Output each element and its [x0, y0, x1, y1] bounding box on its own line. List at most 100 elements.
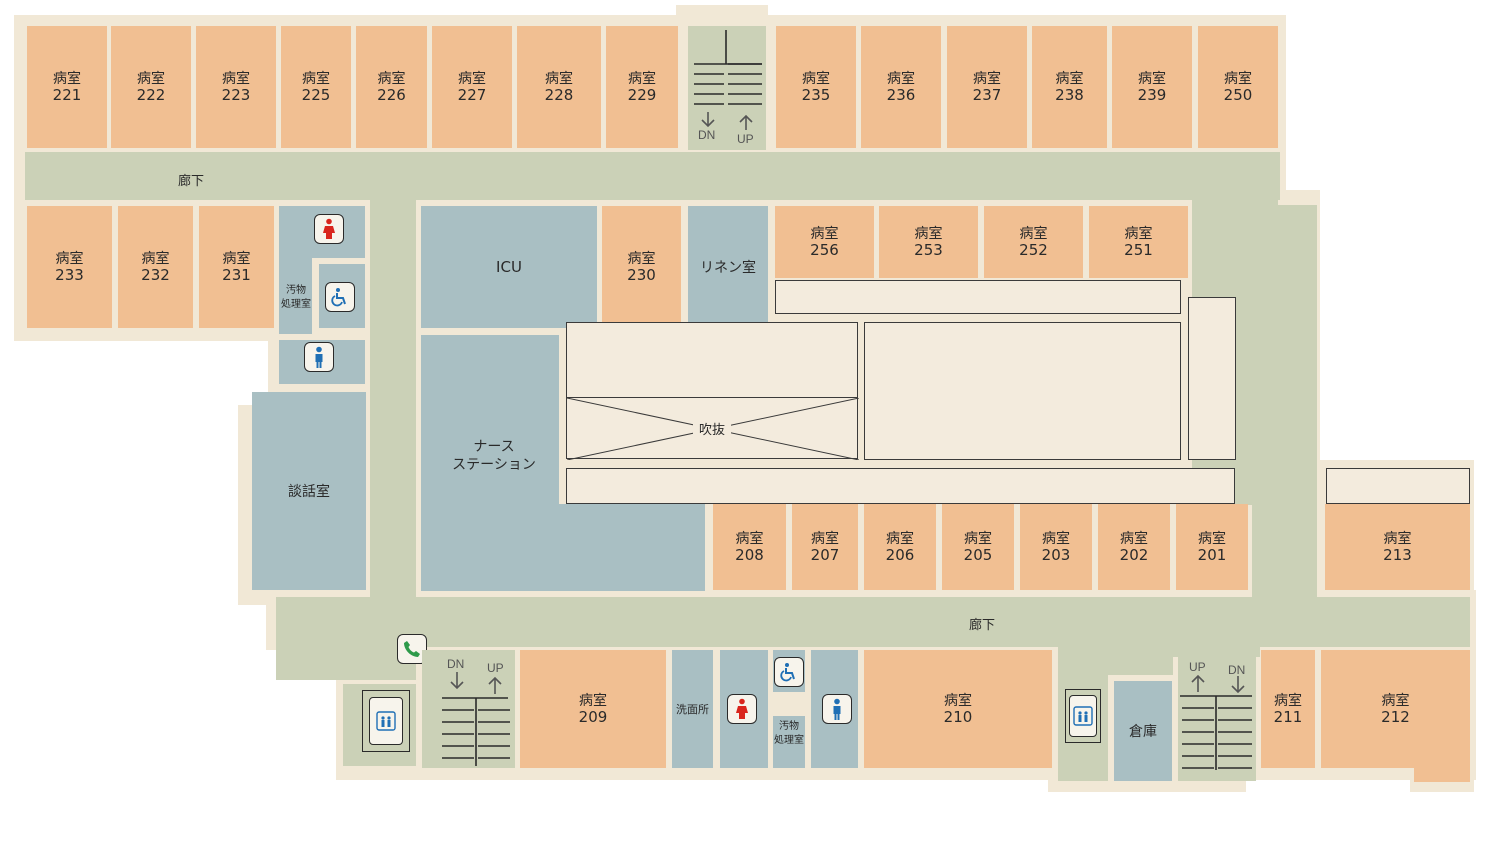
room-number: 221 [52, 86, 82, 104]
room-title: 病室 [578, 693, 607, 709]
stairs-bottom-left[interactable]: DN UP [422, 650, 515, 768]
corridor-top [25, 152, 1280, 200]
room-number: 229 [627, 86, 657, 104]
storage-room[interactable]: 倉庫 [1114, 681, 1172, 781]
room-number: 230 [627, 266, 656, 284]
room-number: 208 [735, 546, 764, 564]
void-right [1326, 468, 1470, 504]
room-number: 209 [578, 708, 608, 726]
room-title: 病室 [141, 251, 170, 267]
nurse-station-label: ナース [473, 439, 515, 455]
wheelchair-icon[interactable] [774, 657, 804, 687]
room-number: 222 [136, 86, 166, 104]
linen-room[interactable]: リネン室 [688, 206, 768, 328]
woman-icon[interactable] [727, 694, 757, 724]
elevator-right[interactable] [1065, 689, 1101, 743]
room-number: 210 [943, 708, 973, 726]
void-strip-top [775, 280, 1181, 314]
dirty-utility-room-left[interactable]: 汚物処理室 [279, 278, 313, 318]
room-number: 212 [1381, 708, 1410, 726]
elevator-left[interactable] [362, 690, 410, 752]
room-number: 251 [1124, 241, 1153, 259]
room-number: 253 [914, 241, 943, 259]
room-number: 213 [1383, 546, 1412, 564]
man-icon[interactable] [822, 694, 852, 724]
room-title: 病室 [55, 251, 84, 267]
room-title: 病室 [1197, 531, 1226, 547]
room-number: 236 [886, 86, 916, 104]
wheelchair-icon[interactable] [325, 282, 355, 312]
stairs-down-label: DN [698, 128, 716, 142]
room-title: 病室 [1124, 226, 1153, 242]
room-number: 235 [801, 86, 831, 104]
dirty-utility-label: 汚物 [286, 285, 306, 296]
room-title: 病室 [1223, 71, 1252, 87]
nurse-station-label-box: ナースステーション [440, 436, 548, 476]
room-title: 病室 [1383, 531, 1412, 547]
room-title: 病室 [301, 71, 330, 87]
stairs-icon [1180, 674, 1252, 770]
room-title: 病室 [810, 226, 839, 242]
stairs-up-label: UP [737, 132, 754, 146]
icu-room[interactable]: ICU [421, 206, 597, 328]
lounge-top [275, 392, 366, 426]
dirty-utility-label-box: 汚物処理室 [768, 718, 810, 750]
room-title: 病室 [1055, 71, 1084, 87]
stairs-top[interactable]: DN UP [688, 26, 766, 150]
man-icon[interactable] [304, 342, 334, 372]
stairs-bottom-right[interactable]: UP DN [1178, 650, 1256, 781]
corridor-right-vertical [1252, 205, 1317, 600]
phone-icon[interactable] [397, 634, 427, 664]
room-number: 228 [544, 86, 574, 104]
corridor-left-vertical [370, 200, 416, 600]
room-number: 225 [301, 86, 331, 104]
room-title: 病室 [1019, 226, 1048, 242]
dirty-utility-room-bottom[interactable] [773, 716, 805, 768]
icu-label: ICU [496, 258, 522, 276]
washroom[interactable]: 洗面所 [672, 650, 713, 768]
elevator-icon [1069, 695, 1097, 737]
room-title: 病室 [886, 71, 915, 87]
dirty-utility-label: 処理室 [774, 735, 804, 746]
room-number: 231 [222, 266, 251, 284]
lounge-label: 談話室 [288, 484, 330, 500]
room-number: 205 [963, 546, 993, 564]
void-block-c [1188, 297, 1236, 460]
woman-icon[interactable] [314, 214, 344, 244]
